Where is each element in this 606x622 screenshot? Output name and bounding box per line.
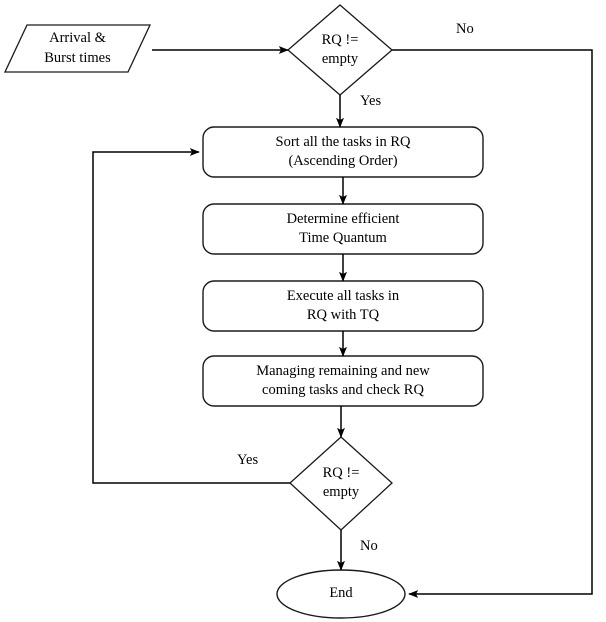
process-manage-tasks-shape: [202, 355, 484, 407]
edge-decision-bottom-yes-to-sort: [92, 148, 290, 484]
edge-label-bottom-yes: Yes: [237, 452, 259, 468]
edge-label-top-yes: Yes: [360, 93, 382, 109]
edge-label-top-no: No: [456, 21, 474, 37]
decision-rq-not-empty-top-shape: [287, 4, 393, 96]
decision-rq-not-empty-bottom-shape: [289, 436, 393, 531]
process-sort-tasks-shape: [202, 126, 484, 178]
edge-decision-top-no-to-end: [392, 49, 593, 598]
terminator-end-shape: [276, 569, 406, 619]
process-execute-tasks-shape: [202, 280, 484, 332]
process-determine-time-quantum-shape: [202, 203, 484, 255]
input-arrival-burst-times-shape: [3, 24, 152, 73]
edge-label-bottom-no: No: [360, 538, 378, 554]
